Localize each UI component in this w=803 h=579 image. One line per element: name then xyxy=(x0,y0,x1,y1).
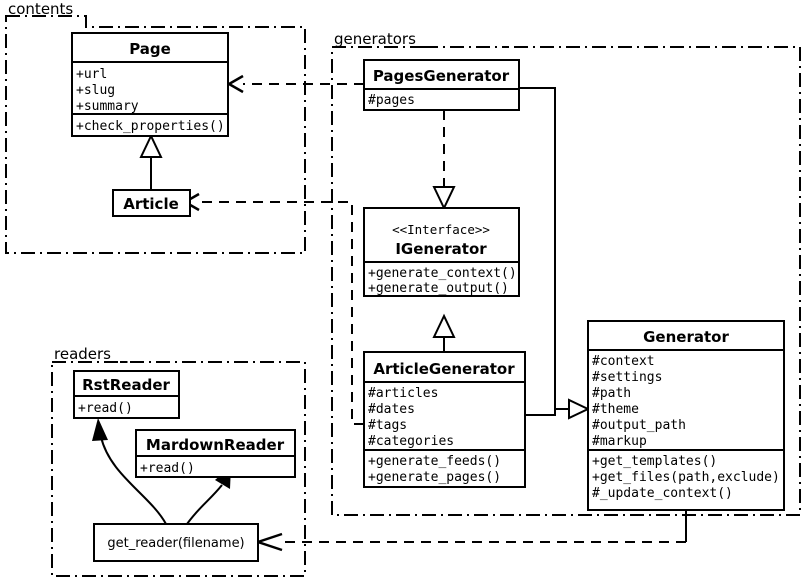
class-name-article-generator: ArticleGenerator xyxy=(373,360,515,378)
package-generators-border xyxy=(331,46,801,516)
class-name-article: Article xyxy=(123,195,179,213)
class-attribute: #markup xyxy=(592,434,647,449)
class-name-pages-generator: PagesGenerator xyxy=(373,67,510,85)
class-attribute: +slug xyxy=(76,83,115,98)
class-name-page: Page xyxy=(129,40,171,58)
package-generators: generators xyxy=(331,30,801,516)
class-attribute: #dates xyxy=(368,402,415,417)
class-attribute: +url xyxy=(76,67,107,82)
class-box-article[interactable]: Article xyxy=(112,189,191,217)
class-stereotype-igenerator: <<Interface>> xyxy=(392,222,490,237)
class-attribute: #categories xyxy=(368,434,454,449)
class-box-outline xyxy=(363,351,526,488)
edge-articlegenerator-uses-article xyxy=(182,192,364,425)
class-method: +generate_feeds() xyxy=(368,454,501,469)
package-contents: contents xyxy=(5,0,306,254)
edge-line xyxy=(199,201,364,425)
class-attribute: #settings xyxy=(592,370,662,385)
package-generators-label: generators xyxy=(334,30,416,48)
dependency-arrowhead xyxy=(254,532,283,552)
class-method: +check_properties() xyxy=(76,119,225,134)
edge-line xyxy=(186,484,223,525)
class-box-igenerator[interactable]: <<Interface>> IGenerator +generate_conte… xyxy=(363,207,520,297)
class-name-generator: Generator xyxy=(643,328,729,346)
class-attribute: #output_path xyxy=(592,418,686,433)
edge-get_reader-returns-rstreader xyxy=(92,418,167,525)
edge-articlegenerator-realizes-igenerator xyxy=(432,313,456,352)
class-attribute: #context xyxy=(592,354,655,369)
class-box-outline xyxy=(363,59,520,111)
class-box-rst-reader[interactable]: RstReader +read() xyxy=(73,370,180,419)
class-box-outline xyxy=(71,32,229,137)
class-box-outline xyxy=(135,429,296,478)
edge-line xyxy=(525,409,556,416)
class-method: +read() xyxy=(78,401,133,416)
class-box-pages-generator[interactable]: PagesGenerator #pages xyxy=(363,59,520,111)
class-attribute: #tags xyxy=(368,418,407,433)
generalization-arrowhead xyxy=(139,133,163,158)
class-name-rst-reader: RstReader xyxy=(82,376,170,394)
edge-article-inherits-page xyxy=(139,133,163,190)
edge-line xyxy=(100,436,167,525)
class-box-article-generator[interactable]: ArticleGenerator #articles #dates #tags … xyxy=(363,351,526,488)
class-method: +generate_context() xyxy=(368,266,517,281)
class-box-outline xyxy=(363,207,520,297)
function-name-get-reader: get_reader(filename) xyxy=(107,536,244,551)
class-box-generator[interactable]: Generator #context #settings #path #them… xyxy=(587,320,785,511)
association-arrowhead xyxy=(92,418,108,441)
class-attribute: #articles xyxy=(368,386,438,401)
class-name-igenerator: IGenerator xyxy=(395,240,487,258)
class-method: +get_files(path,exclude) xyxy=(592,470,780,485)
package-contents-label: contents xyxy=(8,0,73,18)
class-method: +read() xyxy=(140,461,195,476)
function-box-get-reader[interactable]: get_reader(filename) xyxy=(93,523,259,562)
class-method: #_update_context() xyxy=(592,486,733,501)
package-readers-label: readers xyxy=(54,345,111,363)
edge-articlegenerator-inherits-generator xyxy=(525,409,556,416)
edge-line xyxy=(519,87,570,410)
class-attribute: #theme xyxy=(592,402,639,417)
class-method: +get_templates() xyxy=(592,454,717,469)
class-box-outline xyxy=(73,370,180,419)
class-box-outline xyxy=(587,320,785,511)
edge-pagesgenerator-uses-page xyxy=(226,74,364,94)
class-attribute: #pages xyxy=(368,93,415,108)
class-box-page[interactable]: Page +url +slug +summary +check_properti… xyxy=(71,32,229,137)
class-method: +generate_pages() xyxy=(368,470,501,485)
function-box-outline xyxy=(93,523,259,562)
class-box-outline xyxy=(112,189,191,217)
package-readers-border xyxy=(51,361,306,577)
package-contents-border xyxy=(5,15,306,254)
generalization-arrowhead xyxy=(568,398,591,420)
generalization-arrowhead xyxy=(432,313,456,338)
realization-arrowhead xyxy=(432,186,456,211)
class-box-mardown-reader[interactable]: MardownReader +read() xyxy=(135,429,296,478)
edge-generator-uses-get_reader xyxy=(254,510,687,552)
class-method: +generate_output() xyxy=(368,281,509,296)
class-attribute: +summary xyxy=(76,99,139,114)
class-attribute: #path xyxy=(592,386,631,401)
edge-pagesgenerator-inherits-generator xyxy=(519,87,591,420)
edge-pagesgenerator-realizes-igenerator xyxy=(432,110,456,211)
package-readers: readers xyxy=(51,345,306,577)
dependency-arrowhead xyxy=(226,74,244,94)
class-name-mardown-reader: MardownReader xyxy=(146,436,285,454)
